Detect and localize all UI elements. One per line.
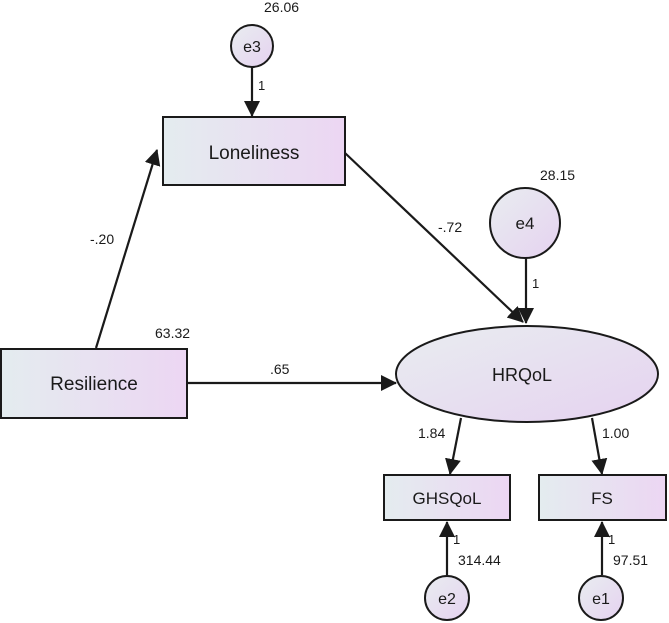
node-fs-label: FS	[591, 489, 613, 508]
node-hrqol-label: HRQoL	[492, 365, 552, 385]
node-resilience-label: Resilience	[50, 374, 138, 395]
error-e3-label: e3	[243, 39, 261, 56]
path-resilience-to-loneliness	[94, 149, 161, 349]
coef-resilience-to-loneliness: -.20	[90, 231, 114, 247]
node-ghsqol-box	[383, 474, 511, 521]
error-e2-label: e2	[438, 591, 456, 608]
coef-e4-to-hrqol: 1	[532, 276, 539, 291]
path-loneliness-to-hrqol	[344, 152, 524, 323]
variance-e4: 28.15	[540, 167, 575, 183]
node-resilience-box	[0, 348, 188, 419]
coef-e2-to-ghsqol: 1	[453, 532, 460, 547]
variance-e2: 314.44	[458, 552, 501, 568]
coef-e3-to-loneliness: 1	[258, 78, 265, 93]
node-fs-box	[538, 474, 667, 521]
node-ghsqol-label: GHSQoL	[413, 489, 482, 508]
path-hrqol-to-fs	[590, 417, 608, 475]
error-e4-label: e4	[516, 214, 535, 233]
error-e1-circle	[578, 575, 624, 621]
coef-hrqol-to-ghsqol: 1.84	[418, 425, 445, 441]
coef-hrqol-to-fs: 1.00	[602, 425, 629, 441]
error-e4-circle	[489, 187, 561, 259]
node-loneliness-box	[162, 116, 346, 186]
error-e2-circle	[424, 575, 470, 621]
path-hrqol-to-ghsqol	[445, 417, 463, 475]
coef-e1-to-fs: 1	[608, 532, 615, 547]
variance-resilience: 63.32	[155, 325, 190, 341]
coef-resilience-to-hrqol: .65	[270, 361, 290, 377]
error-e1-label: e1	[592, 591, 610, 608]
node-hrqol-ellipse	[395, 325, 659, 423]
error-e3-circle	[230, 24, 274, 68]
variance-e3: 26.06	[264, 0, 299, 15]
coef-loneliness-to-hrqol: -.72	[438, 219, 462, 235]
node-loneliness-label: Loneliness	[209, 143, 300, 164]
variance-e1: 97.51	[613, 552, 648, 568]
